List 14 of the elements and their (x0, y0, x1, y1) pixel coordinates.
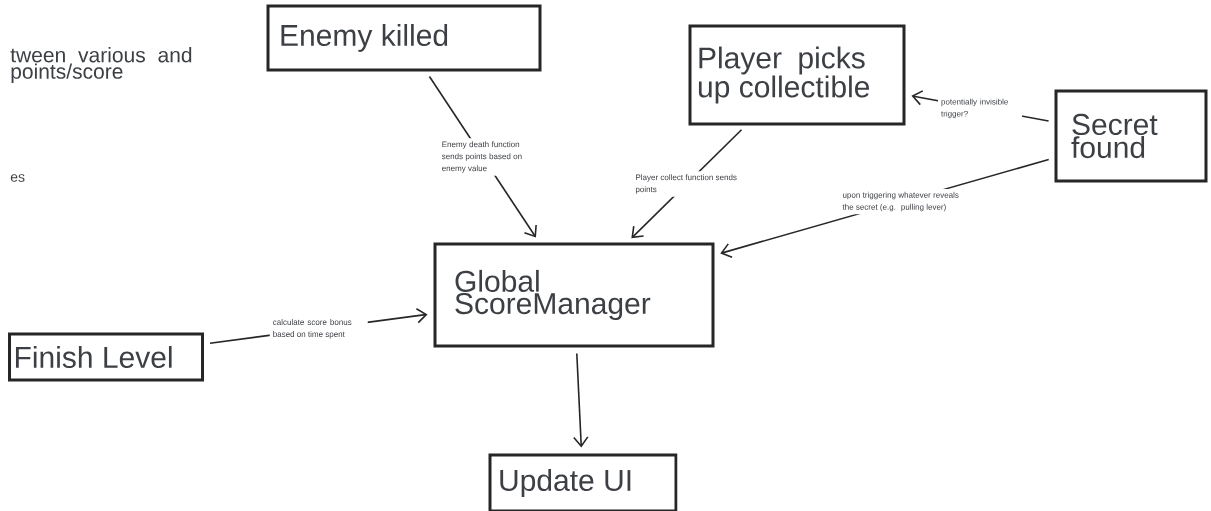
edge-label: calculate score bonus based on time spent (269, 316, 368, 342)
process-box: Finish Level (8, 332, 204, 382)
edge-label: Enemy death function sends points based on enemy value (438, 138, 527, 176)
process-box: Enemy killed (266, 4, 542, 72)
process-box: Secret found (1054, 89, 1208, 183)
process-box: Player picks up collectible (688, 24, 906, 126)
note-text: tween various and points/score (10, 47, 192, 83)
arrow (573, 352, 589, 448)
edge-label: upon triggering whatever reveals the secret (e.g. pulling lever) (839, 188, 964, 215)
note-text: es (10, 174, 25, 182)
edge-label: Player collect function sends points (632, 171, 741, 197)
process-box: Global ScoreManager (433, 242, 715, 348)
process-box: Update UI (488, 453, 678, 511)
edge-label: potentially invisible trigger? (938, 95, 1022, 122)
